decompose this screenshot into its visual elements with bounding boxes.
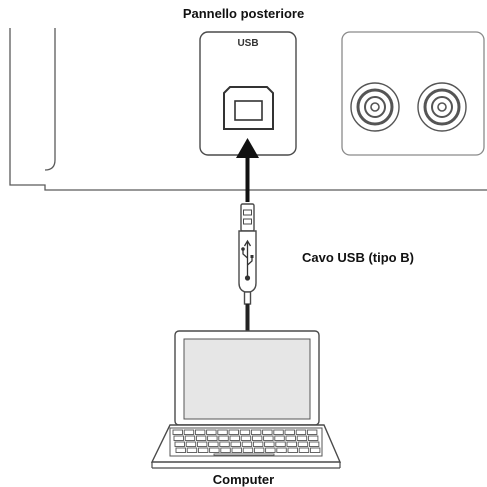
keyboard-key — [183, 429, 195, 435]
keyboard-key — [297, 441, 309, 447]
keyboard-key — [251, 435, 263, 441]
keyboard-key — [309, 447, 321, 453]
keyboard-key — [298, 447, 310, 453]
keyboard-key — [265, 447, 276, 453]
keyboard-key — [207, 435, 218, 441]
keyboard-key — [296, 435, 308, 441]
usb-port-label: USB — [237, 38, 259, 49]
keyboard-key — [284, 429, 295, 435]
usb-cable-label: Cavo USB (tipo B) — [302, 250, 414, 265]
keyboard-key — [208, 441, 219, 447]
keyboard-key — [218, 435, 229, 441]
keyboard-key — [241, 441, 253, 447]
keyboard-key — [285, 435, 296, 441]
keyboard-key — [307, 435, 319, 441]
connection-arrow-icon — [236, 138, 259, 202]
audio-jack-left-icon — [350, 82, 400, 132]
keyboard-key — [195, 435, 207, 441]
instrument-rear-panel — [9, 28, 487, 191]
keyboard-key — [196, 441, 208, 447]
keyboard-key — [308, 441, 320, 447]
laptop-keyboard-icon — [169, 427, 323, 457]
keyboard-key — [184, 435, 196, 441]
keyboard-key — [174, 441, 185, 447]
keyboard-key — [263, 435, 274, 441]
usb-cable-plug-icon — [238, 203, 257, 331]
keyboard-key — [287, 447, 298, 453]
keyboard-key — [286, 441, 297, 447]
keyboard-key — [229, 435, 240, 441]
keyboard-key — [242, 447, 254, 453]
rear-panel-label: Pannello posteriore — [182, 6, 305, 21]
keyboard-key — [240, 435, 252, 441]
keyboard-key — [239, 429, 251, 435]
keyboard-key — [250, 429, 262, 435]
computer-label: Computer — [212, 472, 275, 487]
keyboard-key — [253, 447, 265, 453]
keyboard-key — [175, 447, 186, 453]
keyboard-key — [172, 429, 183, 435]
keyboard-key — [194, 429, 206, 435]
keyboard-key — [185, 441, 197, 447]
keyboard-key — [275, 441, 286, 447]
audio-jack-right-icon — [417, 82, 467, 132]
keyboard-key — [306, 429, 318, 435]
keyboard-key — [231, 447, 242, 453]
keyboard-key — [206, 429, 217, 435]
keyboard-key — [276, 447, 287, 453]
keyboard-spacebar — [213, 453, 275, 456]
keyboard-key — [264, 441, 275, 447]
keyboard-key — [220, 447, 231, 453]
keyboard-key — [262, 429, 273, 435]
keyboard-key — [217, 429, 228, 435]
usb-type-b-socket-icon — [223, 86, 274, 130]
keyboard-key — [219, 441, 230, 447]
keyboard-key — [273, 429, 284, 435]
keyboard-key — [209, 447, 220, 453]
keyboard-key — [186, 447, 198, 453]
keyboard-key — [295, 429, 307, 435]
keyboard-key — [252, 441, 264, 447]
keyboard-key — [274, 435, 285, 441]
keyboard-key — [230, 441, 241, 447]
keyboard-key — [197, 447, 209, 453]
keyboard-key — [173, 435, 184, 441]
keyboard-key — [228, 429, 239, 435]
usb-port-box — [199, 31, 297, 156]
laptop-computer-icon — [150, 330, 342, 469]
